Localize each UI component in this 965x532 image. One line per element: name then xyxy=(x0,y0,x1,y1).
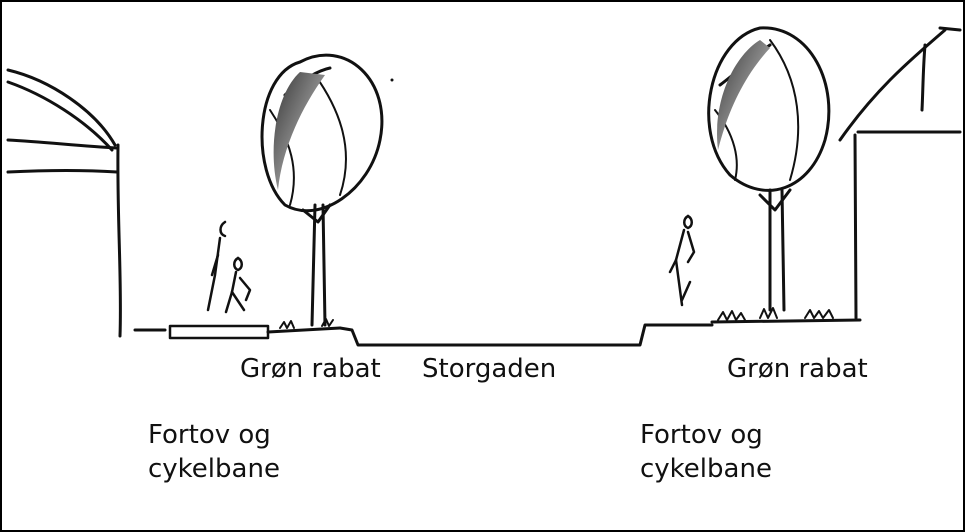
left-sidewalk-label: Fortov og cykelbane xyxy=(148,418,318,486)
right-tree xyxy=(709,28,829,310)
road-label: Storgaden xyxy=(422,352,556,386)
left-tree xyxy=(262,55,382,325)
left-sidewalk-label-line2: cykelbane xyxy=(148,452,318,486)
right-sidewalk-label-line2: cykelbane xyxy=(640,452,810,486)
right-building xyxy=(840,28,960,318)
right-pedestrian xyxy=(670,216,694,305)
left-building xyxy=(8,70,120,336)
ground-profile xyxy=(135,320,860,345)
grass-tufts xyxy=(280,308,833,328)
right-verge-label: Grøn rabat xyxy=(727,352,868,386)
right-sidewalk-label-line1: Fortov og xyxy=(640,418,810,452)
left-pedestrians xyxy=(208,222,250,312)
right-sidewalk-label: Fortov og cykelbane xyxy=(640,418,810,486)
left-tree-shade xyxy=(274,72,325,190)
left-verge-label: Grøn rabat xyxy=(240,352,381,386)
left-sidewalk-label-line1: Fortov og xyxy=(148,418,318,452)
